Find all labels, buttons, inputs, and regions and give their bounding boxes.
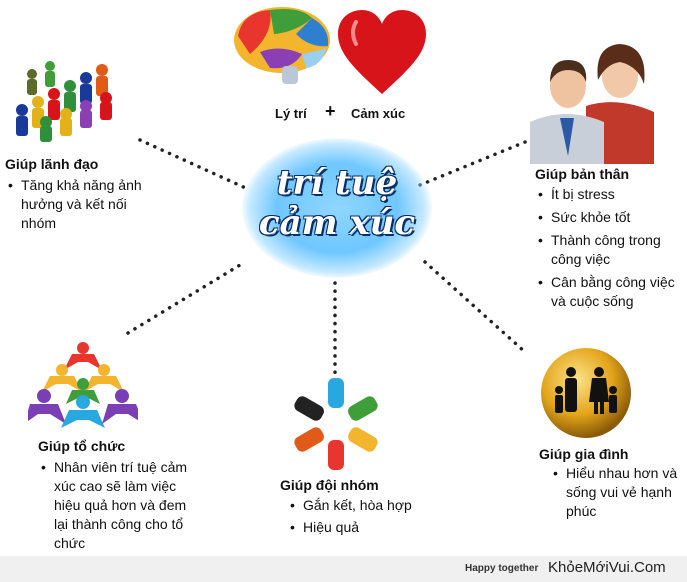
list-item: Hiểu nhau hơn và sống vui vẻ hạnh phúc <box>550 464 685 521</box>
footer-brand: KhỏeMớiVui.Com <box>548 559 666 576</box>
list-item: Hiệu quả <box>287 518 447 537</box>
lanh-dao-list: Tăng khả năng ảnh hưởng và kết nối nhóm <box>5 176 160 233</box>
family-icon <box>541 348 631 438</box>
to-chuc-title: Giúp tổ chức <box>38 438 126 454</box>
label-cam-xuc: Cảm xúc <box>351 106 406 121</box>
list-item: Sức khỏe tốt <box>535 208 685 227</box>
lanh-dao-title: Giúp lãnh đạo <box>5 156 99 172</box>
label-ly-tri: Lý trí <box>275 106 307 121</box>
gia-dinh-list: Hiểu nhau hơn và sống vui vẻ hạnh phúc <box>550 464 685 521</box>
list-item: Tăng khả năng ảnh hưởng và kết nối nhóm <box>5 176 160 233</box>
center-title-line1: trí tuệ <box>276 163 398 203</box>
people-circle-icon <box>28 342 138 428</box>
footer-bar <box>0 556 687 582</box>
to-chuc-list: Nhân viên trí tuệ cảm xúc cao sẽ làm việ… <box>38 458 198 553</box>
pawns-icon <box>16 61 112 142</box>
center-glow <box>242 138 432 278</box>
list-item: Nhân viên trí tuệ cảm xúc cao sẽ làm việ… <box>38 458 198 553</box>
list-item: Cân bằng công việc và cuộc sống <box>535 273 685 311</box>
ban-than-title: Giúp bản thân <box>535 166 630 182</box>
ban-than-list: Ít bị stress Sức khỏe tốt Thành công tro… <box>535 185 685 311</box>
plus-sign: + <box>325 101 336 121</box>
heart-icon <box>338 10 426 94</box>
list-item: Thành công trong công việc <box>535 231 685 269</box>
doi-nhom-list: Gắn kết, hòa hợp Hiệu quả <box>287 496 447 537</box>
list-item: Ít bị stress <box>535 185 685 204</box>
brain-icon <box>234 7 330 84</box>
center-title: trí tuệ cảm xúc <box>242 163 432 243</box>
doi-nhom-title: Giúp đội nhóm <box>280 477 379 493</box>
center-title-line2: cảm xúc <box>258 203 416 243</box>
couple-icon <box>530 44 654 164</box>
gia-dinh-title: Giúp gia đình <box>539 446 629 462</box>
hands-icon <box>294 378 378 470</box>
list-item: Gắn kết, hòa hợp <box>287 496 447 515</box>
footer-tagline: Happy together <box>465 563 539 574</box>
